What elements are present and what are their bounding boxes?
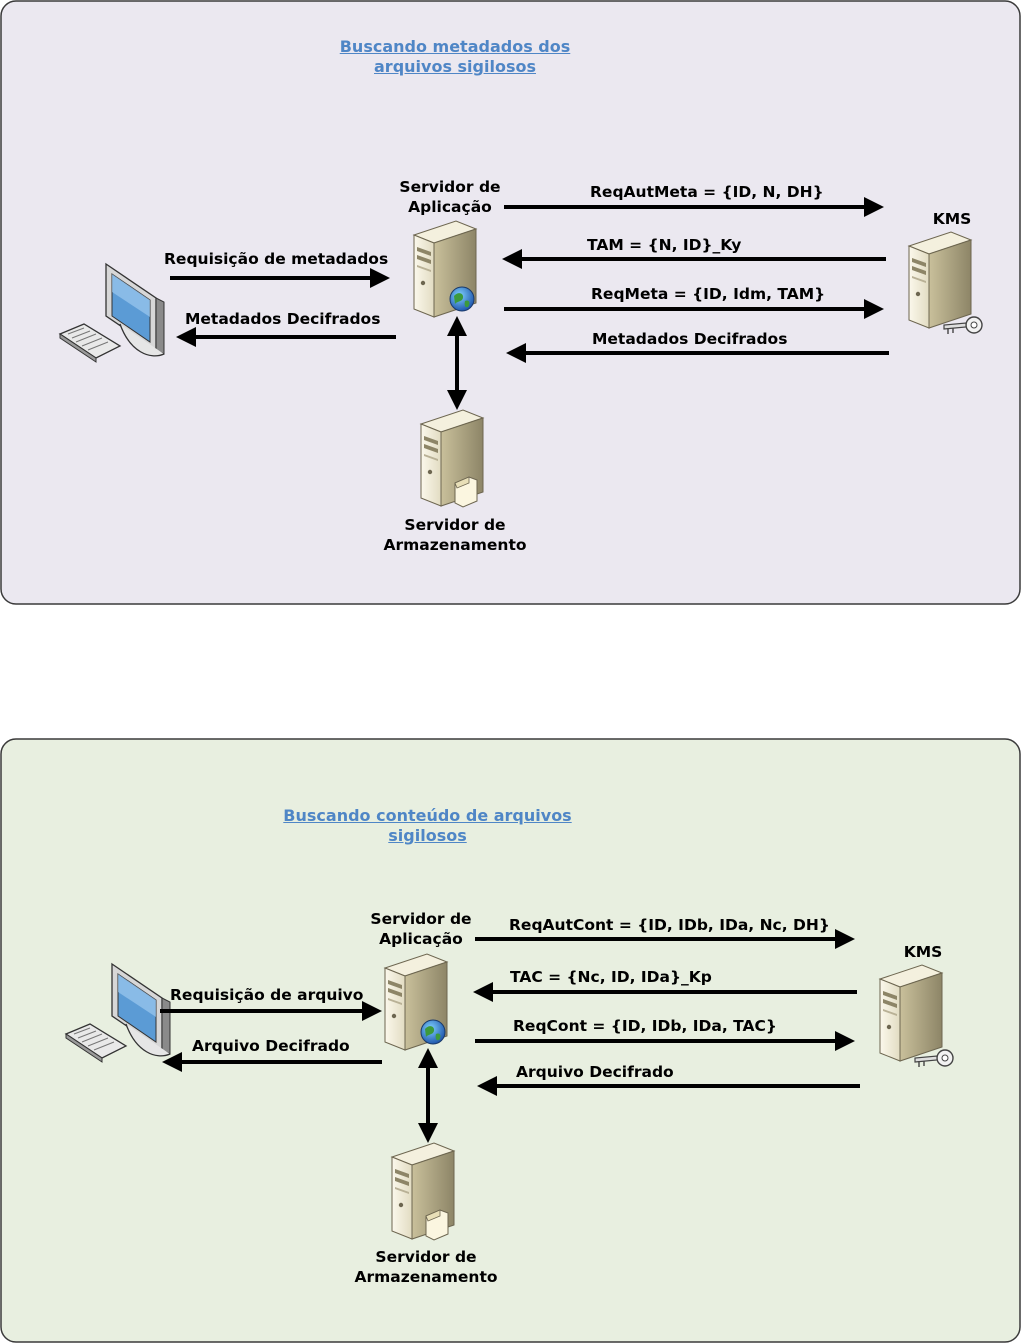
top-kms-label: KMS xyxy=(932,210,972,228)
top-msg-reqmeta: ReqMeta = {ID, Idm, TAM} xyxy=(591,285,826,303)
top-msg-metadata-decrypted: Metadados Decifrados xyxy=(592,330,788,348)
top-globe-icon xyxy=(449,286,475,312)
bottom-client-request-label: Requisição de arquivo xyxy=(170,986,364,1004)
top-file-icon xyxy=(454,476,478,508)
bottom-msg-tac: TAC = {Nc, ID, IDa}_Kp xyxy=(510,968,712,986)
bottom-kms-server-icon xyxy=(879,964,943,1062)
bottom-globe-icon xyxy=(420,1019,446,1045)
bottom-msg-file-decrypted: Arquivo Decifrado xyxy=(516,1063,674,1081)
bottom-storage-server-label: Servidor de Armazenamento xyxy=(354,1248,498,1286)
top-kms-server-icon xyxy=(908,231,972,329)
bottom-msg-reqautcont: ReqAutCont = {ID, IDb, IDa, Nc, DH} xyxy=(509,916,830,934)
top-storage-server-label: Servidor de Armazenamento xyxy=(383,516,527,554)
top-client-request-label: Requisição de metadados xyxy=(164,250,389,268)
top-client-response-label: Metadados Decifrados xyxy=(185,310,381,328)
bottom-msg-reqcont: ReqCont = {ID, IDb, IDa, TAC} xyxy=(513,1017,777,1035)
top-app-server-label: Servidor de Aplicação xyxy=(399,178,501,216)
top-msg-tam: TAM = {N, ID}_Ky xyxy=(587,236,742,254)
top-msg-reqautmeta: ReqAutMeta = {ID, N, DH} xyxy=(590,183,824,201)
bottom-client-response-label: Arquivo Decifrado xyxy=(192,1037,350,1055)
metadata-title-link[interactable]: Buscando metadados dos arquivos sigiloso… xyxy=(339,37,571,76)
bottom-file-icon xyxy=(425,1209,449,1241)
bottom-app-server-label: Servidor de Aplicação xyxy=(370,910,472,948)
content-title-link[interactable]: Buscando conteúdo de arquivos sigilosos xyxy=(283,806,572,845)
bottom-kms-label: KMS xyxy=(903,943,943,961)
